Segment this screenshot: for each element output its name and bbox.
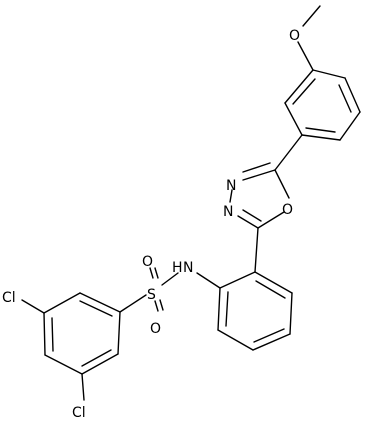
bond-dc-5 [81,353,119,375]
bond-mp-2 [344,77,361,113]
bond-ph-4 [252,333,291,351]
atom-cl-top: Cl [2,290,16,306]
bond-ph-1 [219,271,256,289]
atom-nh-h: H [172,260,183,276]
bond-dc-1b [79,300,113,317]
atom-sulfur: S [147,287,156,303]
bond-mp-2b [338,84,352,113]
atom-sulfonyl-o-bottom: O [150,321,161,337]
bond-mp-5 [284,102,303,136]
atom-cl-bottom: Cl [72,405,86,421]
bond-dc-2 [43,292,81,314]
bond-s-o-bottom-2 [159,299,164,311]
bond-o-aryl [297,41,314,71]
bond-ph-4b [253,328,285,343]
bond-ph-6b [255,280,286,299]
bond-nh-s [161,272,179,286]
bond-mp-3 [339,111,361,141]
bond-mp-6b [292,78,316,105]
bond-dc-4 [44,354,83,375]
bond-ph-3 [217,329,254,351]
atom-oxadiazole-n1: N [226,178,236,194]
bond-ox-n1-n2 [229,189,233,203]
bond-dc-1 [79,292,121,313]
bond-mp-4b [305,127,336,133]
bond-ox-c5-n1 [242,169,276,181]
bond-dc-3 [43,312,46,356]
bond-oxadiazole-phenyl [254,227,259,273]
bond-cl-top [21,299,45,314]
bond-ph-5 [289,292,293,335]
bond-ph-6 [254,271,293,294]
bond-mp-4 [301,134,341,141]
atom-sulfonyl-o-top: O [142,254,153,270]
bond-ox-o-c5 [274,169,290,199]
atom-oxadiazole-o: O [282,202,293,218]
bond-dc-5b [81,349,112,367]
bond-mp-6 [284,69,314,104]
bond-phenyl-nh [196,272,221,289]
bond-s-o-top-2 [154,267,159,279]
bond-ph-2b [225,291,229,327]
atom-oxadiazole-n2: N [223,204,233,220]
bond-methyl-o [302,5,321,27]
bond-ox-c2-o [257,211,285,229]
atom-methoxy-o: O [289,28,300,44]
bond-s-o-top-1 [149,267,154,279]
bond-s-aryl [119,294,147,313]
bond-mp-1 [312,69,346,79]
bond-ph-2 [217,287,221,331]
atom-nh-n: N [183,260,193,276]
bond-cl-bottom [81,373,85,401]
bond-ox-c5-n1b [242,162,271,173]
bond-dc-3b [51,317,54,352]
bond-s-o-bottom-1 [154,300,159,312]
bond-ox-n2-c2 [237,215,259,229]
bond-ox-n2-c2b [242,209,262,222]
bond-dc-6 [117,311,121,355]
bond-aryl-oxadiazole [274,134,303,171]
